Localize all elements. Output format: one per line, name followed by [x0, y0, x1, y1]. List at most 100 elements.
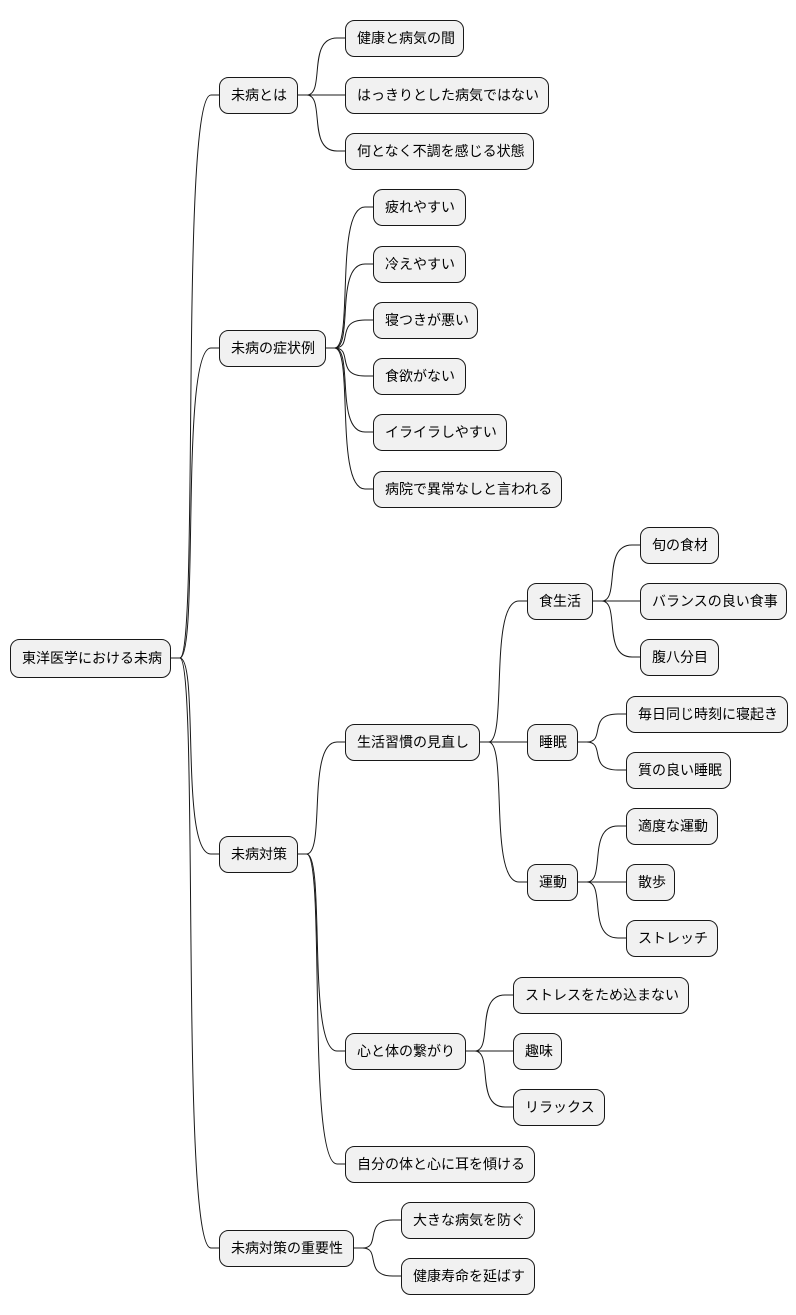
- node-box: [373, 358, 466, 395]
- mindmap-node: 適度な運動: [626, 808, 718, 845]
- mindmap-node: 未病とは: [219, 77, 298, 114]
- mindmap-node: 質の良い睡眠: [626, 752, 731, 789]
- node-box: [373, 246, 466, 283]
- node-box: [373, 189, 466, 226]
- node-label: 毎日同じ時刻に寝起き: [638, 706, 778, 723]
- node-label: 健康寿命を延ばす: [413, 1268, 525, 1285]
- mindmap-node: 健康と病気の間: [345, 20, 464, 57]
- node-box: [626, 920, 718, 957]
- node-box: [513, 977, 689, 1014]
- node-label: 質の良い睡眠: [638, 763, 722, 779]
- connector-line: [325, 347, 373, 490]
- connector-line: [353, 1219, 401, 1249]
- connector-line: [479, 741, 527, 883]
- mindmap-node: 趣味: [513, 1033, 562, 1070]
- connector-line: [577, 825, 626, 883]
- mindmap-node: 食欲がない: [373, 358, 466, 395]
- node-box: [373, 302, 478, 339]
- mindmap-node: 運動: [527, 864, 578, 901]
- node-box: [640, 583, 787, 620]
- mindmap-node: 旬の食材: [640, 527, 719, 564]
- root-node: 東洋医学における未病: [10, 639, 171, 678]
- connector-lines: [170, 37, 640, 1277]
- mindmap-node: 未病対策の重要性: [219, 1230, 354, 1267]
- node-label: 疲れやすい: [385, 199, 455, 216]
- node-label: 大きな病気を防ぐ: [413, 1213, 525, 1229]
- node-box: [345, 1033, 466, 1070]
- node-label: 生活習慣の見直し: [357, 734, 469, 751]
- node-label: リラックス: [525, 1100, 595, 1116]
- node-box: [219, 1230, 354, 1267]
- connector-line: [297, 741, 345, 855]
- node-label: 旬の食材: [652, 537, 708, 554]
- mindmap-node: 食生活: [527, 583, 593, 620]
- node-box: [626, 696, 788, 733]
- node-box: [640, 527, 719, 564]
- node-box: [527, 724, 578, 761]
- node-box: [626, 864, 675, 901]
- node-label: 未病とは: [231, 88, 287, 104]
- node-box: [373, 471, 562, 508]
- node-box: [640, 639, 719, 676]
- node-label: 何となく不調を感じる状態: [357, 143, 525, 160]
- mindmap-node: はっきりとした病気ではない: [345, 77, 549, 114]
- node-box: [345, 1146, 535, 1183]
- node-label: 睡眠: [539, 735, 567, 751]
- connector-line: [353, 1247, 401, 1277]
- node-box: [527, 583, 593, 620]
- mindmap-node: バランスの良い食事: [640, 583, 787, 620]
- mindmap-node: 睡眠: [527, 724, 578, 761]
- node-label: 運動: [539, 875, 567, 891]
- node-label: 心と体の繋がり: [357, 1044, 455, 1060]
- node-box: [527, 864, 578, 901]
- mindmap-node: 健康寿命を延ばす: [401, 1258, 535, 1295]
- node-label: 未病の症状例: [231, 341, 315, 357]
- node-label: 未病対策の重要性: [231, 1240, 343, 1257]
- node-label: ストレッチ: [638, 931, 708, 947]
- connector-line: [479, 600, 527, 743]
- node-box: [513, 1033, 562, 1070]
- mindmap-node: 病院で異常なしと言われる: [373, 471, 562, 508]
- node-label: 冷えやすい: [385, 257, 455, 273]
- connector-line: [325, 347, 373, 433]
- mindmap-node: 自分の体と心に耳を傾ける: [345, 1146, 535, 1183]
- mindmap-node: 大きな病気を防ぐ: [401, 1202, 535, 1239]
- node-box: [219, 77, 298, 114]
- node-label: ストレスをため込まない: [525, 988, 679, 1004]
- mindmap-nodes: 東洋医学における未病 未病とは 健康と病気の間はっきりとした病気ではない何となく不調…: [10, 20, 788, 1295]
- node-label: はっきりとした病気ではない: [357, 88, 539, 104]
- node-label: イライラしやすい: [385, 425, 497, 441]
- node-label: バランスの良い食事: [652, 593, 778, 610]
- node-box: [345, 77, 549, 114]
- connector-line: [170, 657, 219, 1249]
- mindmap-node: 毎日同じ時刻に寝起き: [626, 696, 788, 733]
- mindmap-node: 未病の症状例: [219, 330, 326, 367]
- node-box: [513, 1089, 605, 1126]
- node-box: [626, 808, 718, 845]
- connector-line: [577, 881, 626, 939]
- node-label: 東洋医学における未病: [22, 651, 162, 667]
- node-label: 寝つきが悪い: [385, 312, 469, 329]
- connector-line: [170, 347, 219, 659]
- node-label: 食欲がない: [385, 368, 455, 385]
- mindmap-node: 腹八分目: [640, 639, 719, 676]
- node-box: [10, 639, 171, 678]
- connector-line: [170, 657, 219, 855]
- mindmap-node: ストレッチ: [626, 920, 718, 957]
- connector-line: [592, 544, 640, 602]
- mindmap-node: 寝つきが悪い: [373, 302, 478, 339]
- connector-line: [325, 319, 373, 349]
- node-box: [401, 1202, 535, 1239]
- connector-line: [325, 263, 373, 349]
- node-label: 腹八分目: [652, 649, 708, 666]
- node-label: 食生活: [539, 593, 581, 610]
- node-box: [626, 752, 731, 789]
- mindmap-node: 未病対策: [219, 836, 298, 873]
- mindmap-node: リラックス: [513, 1089, 605, 1126]
- node-box: [401, 1258, 535, 1295]
- node-label: 未病対策: [231, 846, 287, 863]
- mindmap-node: 心と体の繋がり: [345, 1033, 466, 1070]
- connector-line: [577, 713, 626, 743]
- node-label: 散歩: [638, 875, 666, 891]
- node-box: [345, 724, 480, 761]
